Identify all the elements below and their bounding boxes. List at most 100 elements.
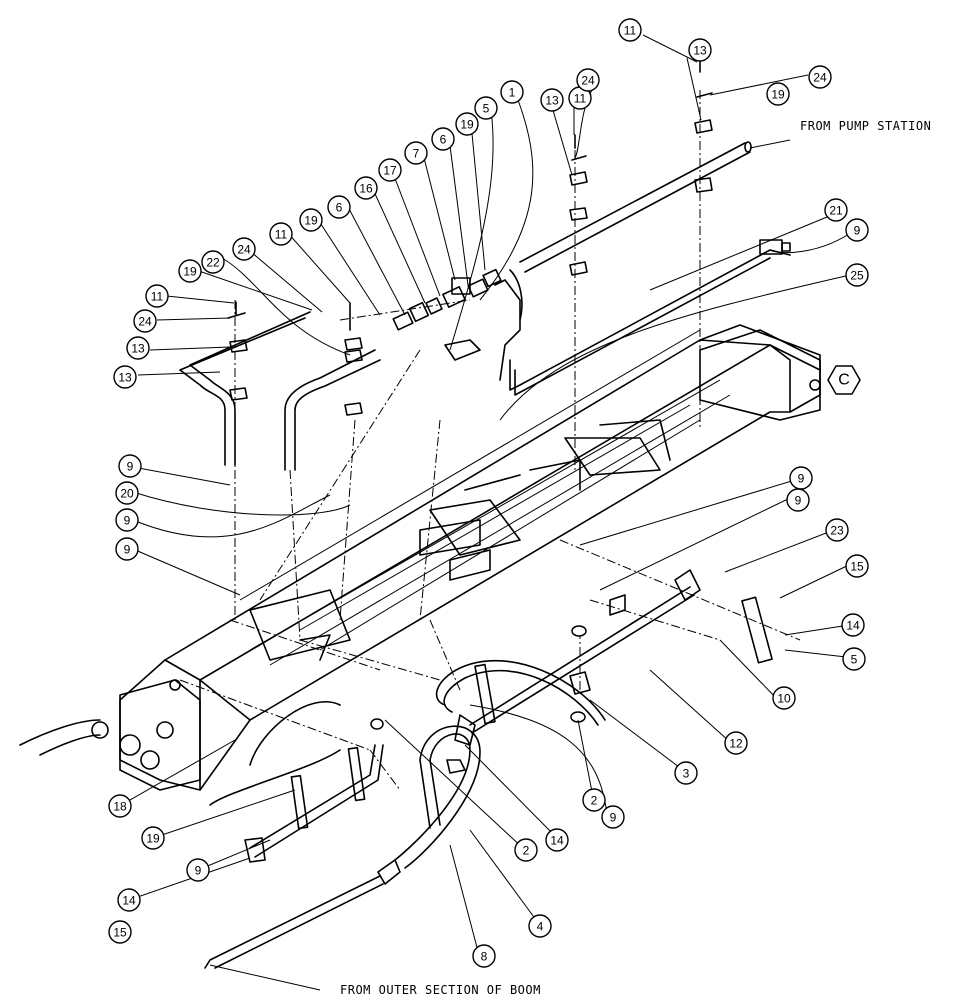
balloon-18: 18 bbox=[108, 794, 132, 818]
hose-21 bbox=[179, 311, 311, 466]
balloon-23: 23 bbox=[825, 518, 849, 542]
balloon-20: 20 bbox=[115, 481, 139, 505]
balloon-4: 4 bbox=[528, 914, 552, 938]
balloon-label: 6 bbox=[336, 201, 343, 215]
balloon-9: 9 bbox=[601, 805, 625, 829]
balloon-label: 10 bbox=[777, 692, 791, 706]
balloon-1: 1 bbox=[500, 80, 524, 104]
detail-callout-c: C bbox=[827, 365, 861, 395]
balloon-label: 24 bbox=[138, 315, 152, 329]
balloon-label: 21 bbox=[829, 204, 843, 218]
balloon-21: 21 bbox=[824, 198, 848, 222]
balloon-13: 13 bbox=[126, 336, 150, 360]
pump-supply-pipe bbox=[519, 141, 752, 273]
balloon-label: 9 bbox=[610, 811, 617, 825]
balloon-25: 25 bbox=[845, 263, 869, 287]
balloon-label: 11 bbox=[574, 92, 587, 106]
balloon-16: 16 bbox=[354, 176, 378, 200]
balloon-label: 9 bbox=[798, 472, 805, 486]
boom-beam bbox=[19, 324, 821, 791]
hose-loop-left bbox=[209, 701, 341, 806]
balloon-label: 2 bbox=[591, 794, 598, 808]
balloon-11: 11 bbox=[568, 86, 592, 110]
balloon-label: 16 bbox=[359, 182, 373, 196]
balloon-9: 9 bbox=[115, 537, 139, 561]
hose-loop-mid bbox=[435, 659, 606, 774]
balloon-label: 12 bbox=[729, 737, 743, 751]
balloon-label: 14 bbox=[846, 619, 860, 633]
balloon-label: 19 bbox=[304, 214, 318, 228]
balloon-label: 24 bbox=[581, 74, 595, 88]
note-from-outer-section: FROM OUTER SECTION OF BOOM bbox=[340, 983, 541, 997]
balloon-12: 12 bbox=[724, 731, 748, 755]
balloon-label: 1 bbox=[509, 86, 516, 100]
balloon-label: 15 bbox=[113, 926, 127, 940]
center-lines bbox=[179, 90, 801, 791]
balloon-label: 9 bbox=[127, 460, 134, 474]
spray-pipe-4 bbox=[244, 718, 384, 863]
balloon-22: 22 bbox=[201, 250, 225, 274]
balloon-13: 13 bbox=[688, 38, 712, 62]
balloon-label: 18 bbox=[113, 800, 127, 814]
detail-callout-label: C bbox=[838, 372, 850, 389]
balloon-label: 11 bbox=[151, 290, 164, 304]
balloon-5: 5 bbox=[474, 96, 498, 120]
balloon-9: 9 bbox=[186, 858, 210, 882]
balloon-label: 5 bbox=[851, 653, 858, 667]
balloon-24: 24 bbox=[576, 68, 600, 92]
balloon-label: 19 bbox=[146, 832, 160, 846]
balloon-label: 25 bbox=[850, 269, 864, 283]
balloon-8: 8 bbox=[472, 944, 496, 968]
balloon-11: 11 bbox=[269, 222, 293, 246]
balloon-label: 13 bbox=[131, 342, 145, 356]
balloon-label: 19 bbox=[771, 88, 785, 102]
balloon-11: 11 bbox=[145, 284, 169, 308]
balloon-label: 17 bbox=[383, 164, 397, 178]
balloon-19: 19 bbox=[766, 82, 790, 106]
balloon-10: 10 bbox=[772, 686, 796, 710]
balloon-14: 14 bbox=[545, 828, 569, 852]
balloon-14: 14 bbox=[841, 613, 865, 637]
balloon-label: 19 bbox=[460, 118, 474, 132]
balloon-label: 7 bbox=[413, 147, 420, 161]
balloon-label: 20 bbox=[120, 487, 134, 501]
balloon-label: 13 bbox=[118, 371, 132, 385]
balloon-label: 14 bbox=[550, 834, 564, 848]
balloon-9: 9 bbox=[789, 466, 813, 490]
balloon-label: 5 bbox=[483, 102, 490, 116]
spray-pipe-3 bbox=[454, 569, 773, 746]
balloon-19: 19 bbox=[178, 259, 202, 283]
hose-20 bbox=[284, 349, 381, 471]
leader-lines bbox=[122, 34, 856, 991]
balloon-label: 23 bbox=[830, 524, 844, 538]
balloon-11: 11 bbox=[618, 18, 642, 42]
fitting-stack bbox=[392, 268, 523, 381]
clamps bbox=[227, 59, 713, 416]
balloon-19: 19 bbox=[141, 826, 165, 850]
balloon-label: 11 bbox=[624, 24, 637, 38]
balloon-19: 19 bbox=[299, 208, 323, 232]
balloon-label: 13 bbox=[693, 44, 707, 58]
balloon-label: 2 bbox=[523, 844, 530, 858]
balloon-label: 9 bbox=[124, 543, 131, 557]
balloon-9: 9 bbox=[118, 454, 142, 478]
balloon-14: 14 bbox=[117, 888, 141, 912]
balloon-2: 2 bbox=[514, 838, 538, 862]
balloon-label: 14 bbox=[122, 894, 136, 908]
balloon-label: 22 bbox=[206, 256, 220, 270]
balloon-7: 7 bbox=[404, 141, 428, 165]
balloon-label: 4 bbox=[537, 920, 544, 934]
balloon-label: 11 bbox=[275, 228, 288, 242]
balloon-label: 24 bbox=[813, 71, 827, 85]
note-from-pump-station: FROM PUMP STATION bbox=[800, 119, 931, 133]
balloon-label: 13 bbox=[545, 94, 559, 108]
balloons-group: 1124131124113519671716619112422191124131… bbox=[108, 18, 869, 968]
balloon-2: 2 bbox=[582, 788, 606, 812]
balloon-6: 6 bbox=[431, 127, 455, 151]
wire-harness-25 bbox=[509, 239, 791, 396]
balloon-label: 3 bbox=[683, 767, 690, 781]
balloon-5: 5 bbox=[842, 647, 866, 671]
balloon-label: 6 bbox=[440, 133, 447, 147]
balloon-24: 24 bbox=[808, 65, 832, 89]
